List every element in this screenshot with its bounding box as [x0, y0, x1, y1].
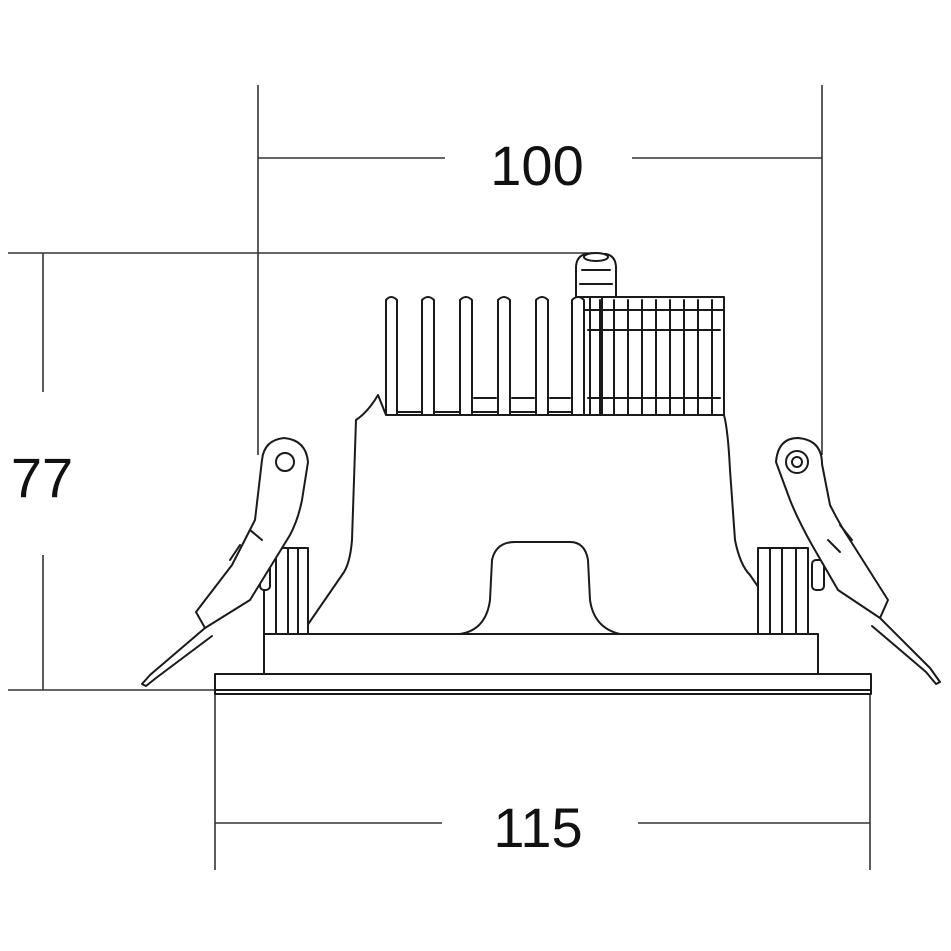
heat-sink-fin-1	[385, 296, 398, 416]
spring-clip-right	[757, 437, 941, 685]
cable-connector	[575, 252, 617, 416]
heat-sink-fin-5	[535, 296, 549, 416]
dimension-height: 77	[8, 252, 598, 691]
dimension-label-top-width: 100	[490, 134, 583, 197]
heat-sink-fin-2	[421, 296, 435, 416]
spring-clip-left	[141, 437, 309, 687]
dimension-top-width: 100	[257, 85, 823, 455]
dimension-label-height: 77	[11, 446, 73, 509]
housing-body	[299, 394, 793, 637]
trim-ring	[263, 633, 819, 675]
heat-sink-fin-4	[497, 296, 511, 416]
heat-sink-rear-block	[581, 296, 725, 416]
housing-inner-step	[299, 541, 791, 635]
dimension-label-bottom-width: 115	[493, 796, 582, 859]
heat-sink-fin-6	[571, 296, 585, 416]
heat-sink	[385, 296, 725, 416]
dimension-bottom-width: 115	[214, 692, 871, 870]
heat-sink-fin-3	[459, 296, 473, 416]
